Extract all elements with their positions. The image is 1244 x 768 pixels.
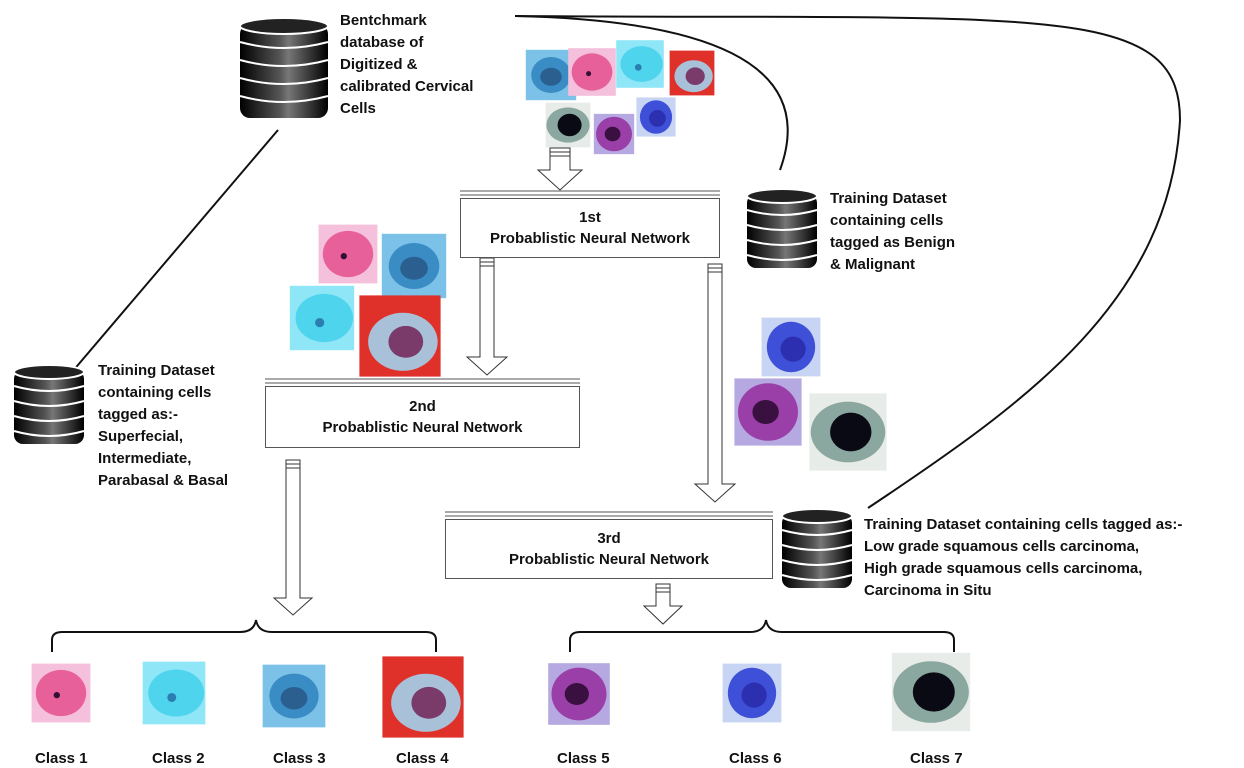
- cell-image-low-grade: [734, 378, 802, 446]
- arrow-pnn2-to-classes: [272, 459, 314, 616]
- cell-image-basal: [669, 50, 715, 96]
- cell-image-parabasal: [381, 233, 447, 299]
- connector-benchmark-to-training4: [71, 129, 279, 373]
- connector-benchmark-to-training3: [514, 15, 1182, 509]
- training-class3-database-icon: [781, 508, 853, 588]
- cell-image-basal: [359, 295, 441, 377]
- training-class4-database-icon: [13, 364, 85, 444]
- cell-image-carcinoma-situ: [809, 393, 887, 471]
- cell-image-high-grade: [761, 317, 821, 377]
- class-5-label: Class 5: [557, 750, 610, 767]
- pnn1-box: 1st Probablistic Neural Network: [460, 198, 720, 258]
- arrow-pnn3-to-classes: [642, 583, 684, 625]
- brace-classes-1-4: [51, 619, 437, 652]
- class-1-image: [31, 663, 91, 723]
- brace-classes-5-7: [569, 619, 955, 652]
- class-3-image: [262, 664, 326, 728]
- class-4-label: Class 4: [396, 750, 449, 767]
- class-7-label: Class 7: [910, 750, 963, 767]
- training-class3-label: Training Dataset containing cells tagged…: [864, 516, 1183, 599]
- pnn3-box: 3rd Probablistic Neural Network: [445, 519, 773, 579]
- arrow-pnn1-to-pnn2: [465, 257, 509, 376]
- class-6-image: [722, 663, 782, 723]
- pnn2-box: 2nd Probablistic Neural Network: [265, 386, 580, 448]
- training-benign-database-icon: [746, 188, 818, 268]
- class-1-label: Class 1: [35, 750, 88, 767]
- benchmark-database-label: Bentchmark database of Digitized & calib…: [340, 12, 474, 117]
- cell-image-low-grade: [593, 113, 635, 155]
- class-2-image: [142, 661, 206, 725]
- cell-image-intermediate: [289, 285, 355, 351]
- class-6-label: Class 6: [729, 750, 782, 767]
- training-benign-label: Training Dataset containing cells tagged…: [830, 190, 956, 273]
- arrow-to-pnn1: [536, 147, 584, 191]
- class-4-image: [382, 656, 464, 738]
- cell-image-superficial: [568, 48, 616, 96]
- class-5-image: [548, 663, 610, 725]
- cell-image-intermediate: [616, 40, 664, 88]
- class-2-label: Class 2: [152, 750, 205, 767]
- arrow-pnn1-to-pnn3: [693, 263, 737, 503]
- connector-benchmark-to-training-benign: [514, 15, 789, 171]
- training-class4-label: Training Dataset containing cells tagged…: [98, 362, 229, 489]
- cell-image-high-grade: [636, 97, 676, 137]
- class-3-label: Class 3: [273, 750, 326, 767]
- benchmark-database-icon: [239, 17, 329, 118]
- cell-image-superficial: [318, 224, 378, 284]
- cell-image-carcinoma-situ: [545, 102, 591, 148]
- class-7-image: [891, 652, 971, 732]
